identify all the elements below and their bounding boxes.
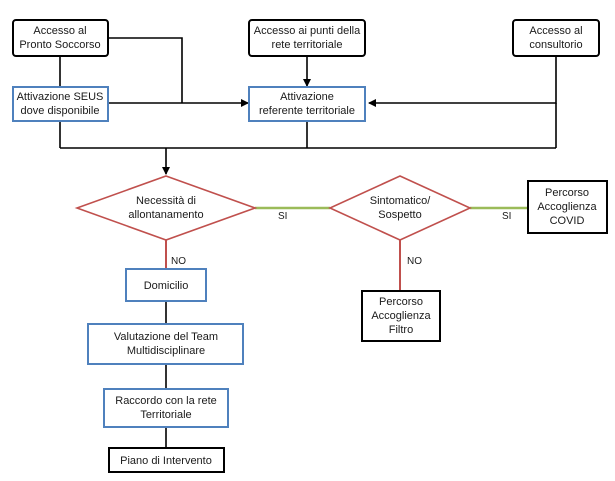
node-pronto-soccorso: Accesso al Pronto Soccorso [12,19,109,57]
edge-label-si-sintomatico: SI [502,211,511,222]
node-label-line2: Territoriale [140,409,191,421]
connector-ps-referente [108,37,183,103]
node-percorso-filtro: Percorso Accoglienza Filtro [361,290,441,342]
edge-label-si-necessita: SI [278,211,287,222]
node-label-line1: Valutazione del Team [114,331,218,343]
node-label-line2: dove disponibile [21,105,100,117]
node-label-line2: consultorio [529,39,582,51]
node-piano: Piano di Intervento [108,447,225,473]
node-attivazione-referente: Attivazione referente territoriale [248,86,366,122]
connectors [59,37,557,448]
node-label-line2: rete territoriale [272,39,343,51]
node-label-line2: Pronto Soccorso [19,39,100,51]
node-label-line2: Accoglienza [371,310,431,322]
decision-necessita: Necessità di allontanamento [74,175,258,241]
node-label-line1: Raccordo con la rete [115,395,217,407]
node-raccordo: Raccordo con la rete Territoriale [103,388,229,428]
node-label-line2: referente territoriale [259,105,355,117]
node-label-line1: Attivazione [280,91,334,103]
connector-consultorio-referente [368,56,557,107]
decision-label-line2: allontanamento [128,209,203,221]
node-label-line1: Accesso ai punti della [254,25,361,37]
node-consultorio: Accesso al consultorio [512,19,600,57]
node-label-line1: Domicilio [144,280,189,292]
decision-label-line2: Sospetto [378,209,421,221]
node-valutazione: Valutazione del Team Multidisciplinare [87,323,244,365]
decision-label-line1: Necessità di [136,195,196,207]
node-label-line1: Percorso [379,296,423,308]
node-percorso-covid: Percorso Accoglienza COVID [527,180,608,234]
decision-label-line1: Sintomatico/ [370,195,431,207]
edge-label-no-sintomatico: NO [407,256,422,267]
node-label-line1: Percorso [545,187,589,199]
node-punti-rete: Accesso ai punti della rete territoriale [248,19,366,57]
edge-label-no-necessita: NO [171,256,186,267]
node-label-line3: COVID [550,215,585,227]
node-label-line1: Accesso al [33,25,86,37]
node-label-line3: Filtro [389,324,413,336]
node-domicilio: Domicilio [125,268,207,302]
node-attivazione-seus: Attivazione SEUS dove disponibile [12,86,109,122]
node-label-line2: Accoglienza [537,201,597,213]
node-label-line1: Accesso al [529,25,582,37]
node-label-line1: Piano di Intervento [120,455,212,467]
node-label-line2: Multidisciplinare [127,345,205,357]
decision-sintomatico: Sintomatico/ Sospetto [328,175,472,241]
node-label-line1: Attivazione SEUS [17,91,104,103]
